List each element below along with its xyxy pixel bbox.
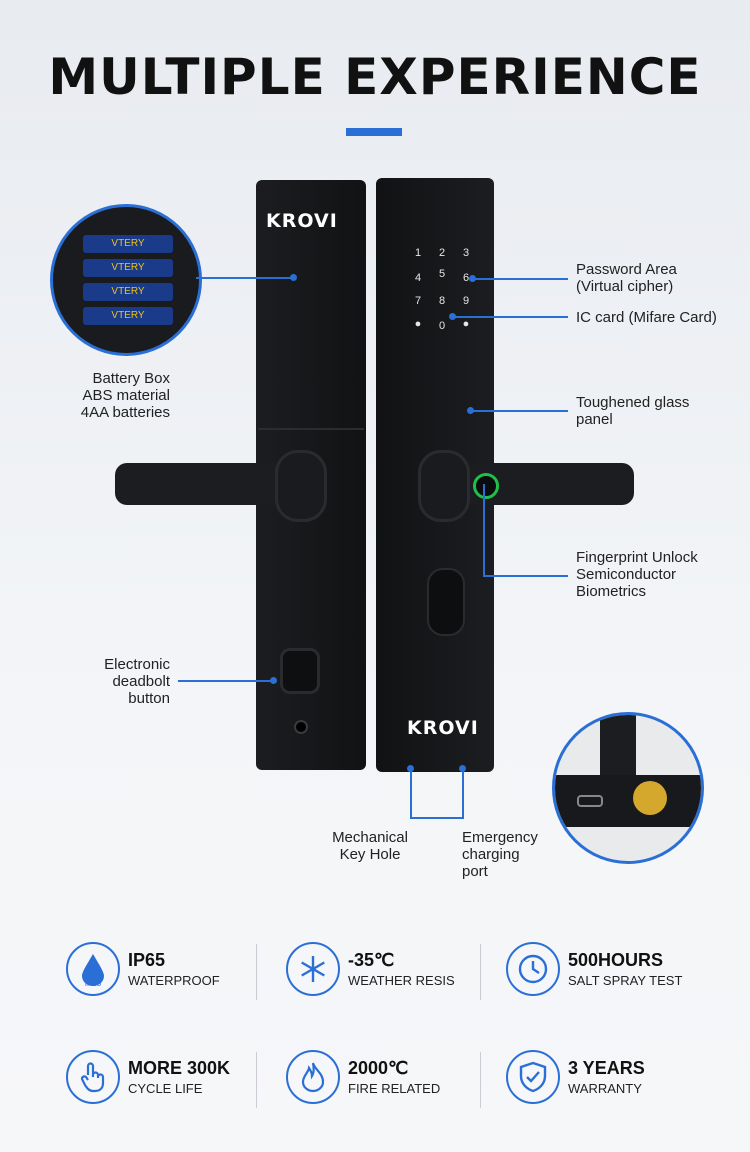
key-cylinder bbox=[633, 781, 667, 815]
feature-title: 3 YEARS bbox=[568, 1058, 645, 1078]
lock-key-icon[interactable]: ● bbox=[414, 318, 422, 330]
battery-4: VTERY bbox=[83, 307, 173, 325]
glass-line bbox=[470, 410, 568, 412]
title-underline bbox=[346, 128, 402, 136]
deadbolt-knob[interactable] bbox=[280, 648, 320, 694]
touch-icon bbox=[66, 1050, 120, 1104]
deadbolt-line bbox=[178, 680, 272, 682]
charging-label: Emergency charging port bbox=[462, 829, 538, 880]
battery-1: VTERY bbox=[83, 235, 173, 253]
key-4[interactable]: 4 bbox=[414, 272, 422, 284]
waterproof-icon: IP65 bbox=[66, 942, 120, 996]
battery-cover-line bbox=[258, 428, 364, 430]
feature-waterproof: IP65 IP65 WATERPROOF bbox=[66, 942, 220, 996]
feature-divider-3 bbox=[256, 1052, 257, 1108]
fire-icon bbox=[286, 1050, 340, 1104]
feature-title: 2000℃ bbox=[348, 1058, 409, 1078]
battery-box-inset: VTERY VTERY VTERY VTERY bbox=[50, 204, 202, 356]
keyhole-label: Mechanical Key Hole bbox=[332, 829, 408, 863]
battery-3: VTERY bbox=[83, 283, 173, 301]
usb-c-port bbox=[577, 795, 603, 807]
password-line bbox=[472, 278, 568, 280]
front-keyhole-cover bbox=[427, 568, 465, 636]
ip65-badge: IP65 bbox=[84, 979, 102, 988]
feature-subtitle: FIRE RELATED bbox=[348, 1081, 441, 1096]
feature-divider-4 bbox=[480, 1052, 481, 1108]
feature-subtitle: WEATHER RESIS bbox=[348, 973, 455, 988]
battery-2: VTERY bbox=[83, 259, 173, 277]
feature-subtitle: CYCLE LIFE bbox=[128, 1081, 203, 1096]
back-keyhole bbox=[294, 720, 308, 734]
inset-handle bbox=[600, 715, 636, 775]
fingerprint-label: Fingerprint Unlock Semiconductor Biometr… bbox=[576, 549, 698, 600]
feature-subtitle: WATERPROOF bbox=[128, 973, 220, 988]
page-title: MULTIPLE EXPERIENCE bbox=[48, 48, 702, 106]
brand-logo-front: KROVI bbox=[407, 717, 479, 739]
feature-title: IP65 bbox=[128, 950, 166, 970]
key-7[interactable]: 7 bbox=[414, 295, 422, 307]
charging-port-inset bbox=[552, 712, 704, 864]
clock-icon bbox=[506, 942, 560, 996]
deadbolt-label: Electronic deadbolt button bbox=[104, 656, 170, 707]
charging-line-v bbox=[462, 768, 464, 818]
feature-salt-spray: 500HOURS SALT SPRAY TEST bbox=[506, 942, 682, 996]
feature-divider-2 bbox=[480, 944, 481, 1000]
feature-title: 500HOURS bbox=[568, 950, 664, 970]
feature-title: MORE 300K bbox=[128, 1058, 231, 1078]
feature-title: -35℃ bbox=[348, 950, 395, 970]
shield-check-icon bbox=[506, 1050, 560, 1104]
keyhole-line-h bbox=[410, 817, 464, 819]
brand-logo-back: KROVI bbox=[266, 210, 338, 232]
snowflake-icon bbox=[286, 942, 340, 996]
feature-subtitle: SALT SPRAY TEST bbox=[568, 973, 683, 988]
feature-warranty: 3 YEARS WARRANTY bbox=[506, 1050, 645, 1104]
key-8[interactable]: 8 bbox=[438, 295, 446, 307]
feature-subtitle: WARRANTY bbox=[568, 1081, 642, 1096]
battery-dot bbox=[290, 274, 297, 281]
bell-key-icon[interactable]: ● bbox=[462, 318, 470, 330]
feature-divider-1 bbox=[256, 944, 257, 1000]
key-5[interactable]: 5 bbox=[438, 268, 446, 280]
deadbolt-dot bbox=[270, 677, 277, 684]
key-2[interactable]: 2 bbox=[438, 247, 446, 259]
keyhole-line-v bbox=[410, 768, 412, 818]
fingerprint-sensor[interactable] bbox=[473, 473, 499, 499]
fingerprint-line-h bbox=[483, 575, 568, 577]
back-handle bbox=[115, 463, 285, 505]
feature-weather: -35℃ WEATHER RESIS bbox=[286, 942, 455, 996]
key-0[interactable]: 0 bbox=[438, 320, 446, 332]
fingerprint-line-v bbox=[483, 484, 485, 576]
glass-label: Toughened glass panel bbox=[576, 394, 690, 428]
feature-cycle-life: MORE 300K CYCLE LIFE bbox=[66, 1050, 230, 1104]
back-handle-rose bbox=[275, 450, 327, 522]
ic-card-line bbox=[452, 316, 568, 318]
front-handle-rose bbox=[418, 450, 470, 522]
inset-body bbox=[555, 775, 701, 827]
key-9[interactable]: 9 bbox=[462, 295, 470, 307]
feature-fire: 2000℃ FIRE RELATED bbox=[286, 1050, 440, 1104]
key-1[interactable]: 1 bbox=[414, 247, 422, 259]
key-6[interactable]: 6 bbox=[462, 272, 470, 284]
key-3[interactable]: 3 bbox=[462, 247, 470, 259]
battery-line bbox=[196, 277, 292, 279]
ic-card-label: IC card (Mifare Card) bbox=[576, 309, 717, 326]
password-label: Password Area (Virtual cipher) bbox=[576, 261, 677, 295]
battery-label: Battery Box ABS material 4AA batteries bbox=[80, 370, 170, 421]
